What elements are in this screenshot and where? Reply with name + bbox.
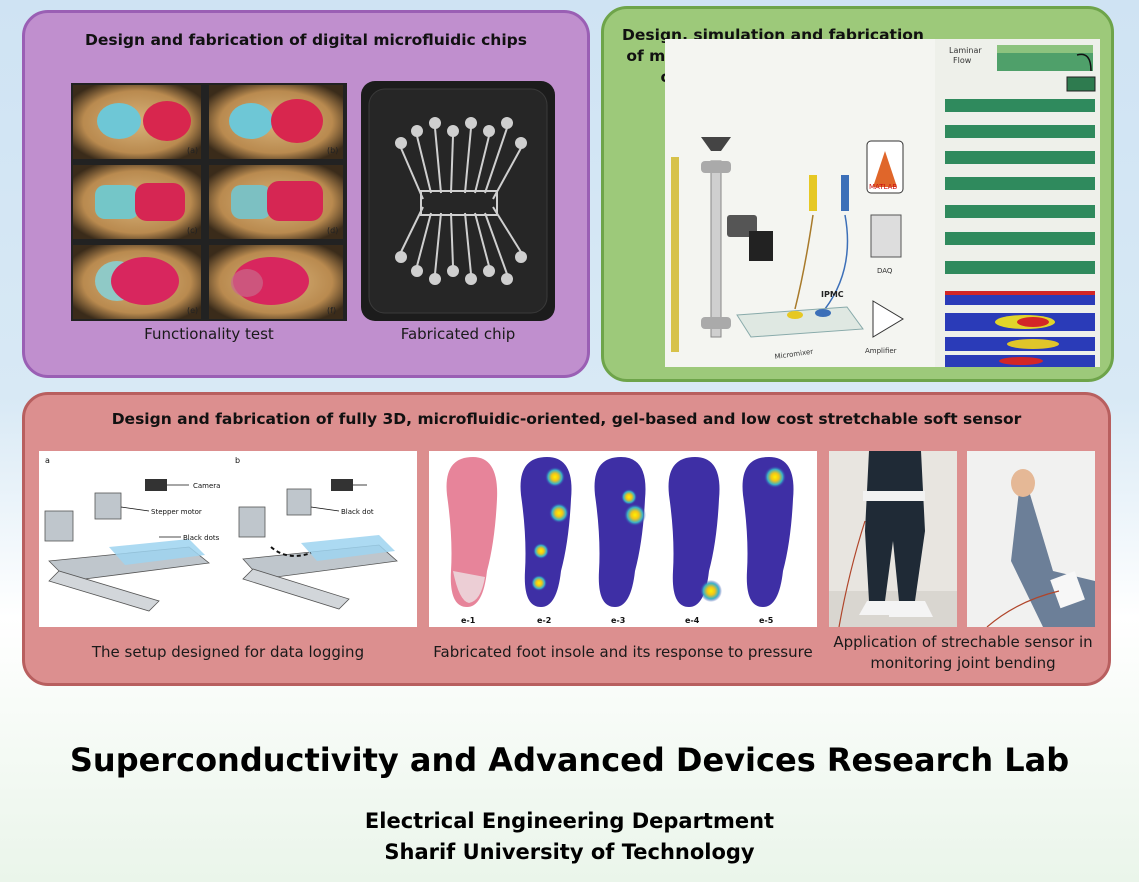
laminar-label-line-1: Laminar	[949, 46, 982, 55]
application-caption-line-2: monitoring joint bending	[870, 654, 1056, 672]
micro-mixer-panel: Design, simulation and fabrication of mi…	[601, 6, 1114, 382]
black-dots-label: Black dots	[183, 534, 220, 542]
insole-label-e1: e-1	[461, 616, 476, 625]
data-logging-setup-image: a b Camera Stepper motor Black	[39, 451, 417, 627]
frame-label-a: (a)	[187, 146, 198, 155]
lab-name-heading: Superconductivity and Advanced Devices R…	[69, 741, 1070, 779]
black-dot-label: Black dot	[341, 508, 374, 516]
setup-label-b: b	[235, 456, 240, 465]
laminar-label-line-2: Flow	[953, 56, 972, 65]
frame-label-c: (c)	[187, 226, 198, 235]
setup-caption: The setup designed for data logging	[91, 643, 365, 661]
frame-label-f: (f)	[327, 306, 336, 315]
application-caption-line-1: Application of strechable sensor in	[833, 633, 1093, 651]
application-caption: Application of strechable sensor in moni…	[821, 632, 1105, 674]
insole-label-e3: e-3	[611, 616, 625, 625]
functionality-test-caption: Functionality test	[144, 325, 274, 343]
functionality-test-image: (a) (b) (c) (d)	[71, 83, 347, 321]
frame-label-d: (d)	[327, 226, 338, 235]
frame-label-b: (b)	[327, 146, 338, 155]
insole-label-e2: e-2	[537, 616, 551, 625]
micro-mixer-figure: MATLAB DAQ Amplifier IPMC Micromixer Lam…	[665, 39, 1100, 367]
stepper-motor-label: Stepper motor	[151, 508, 202, 516]
daq-label: DAQ	[877, 267, 893, 275]
camera-label: Camera	[193, 482, 220, 490]
insole-caption: Fabricated foot insole and its response …	[433, 643, 813, 661]
fabricated-chip-caption: Fabricated chip	[400, 325, 516, 343]
digital-microfluidic-panel: Design and fabrication of digital microf…	[22, 10, 590, 378]
knee-bending-photo	[829, 451, 957, 627]
digital-panel-title: Design and fabrication of digital microf…	[85, 31, 527, 49]
insole-label-e5: e-5	[759, 616, 774, 625]
sensor-panel-title: Design and fabrication of fully 3D, micr…	[111, 410, 1022, 428]
setup-label-a: a	[45, 456, 50, 465]
department-heading: Electrical Engineering Department	[364, 809, 775, 833]
fabricated-chip-image	[361, 81, 555, 321]
elbow-bending-photo	[967, 451, 1095, 627]
soft-sensor-panel: Design and fabrication of fully 3D, micr…	[22, 392, 1111, 686]
matlab-label: MATLAB	[869, 183, 897, 191]
university-heading: Sharif University of Technology	[384, 840, 755, 864]
foot-insole-image: e-1 e-2 e-3 e-4 e-5	[429, 451, 817, 627]
amplifier-label: Amplifier	[865, 347, 897, 355]
insole-label-e4: e-4	[685, 616, 700, 625]
frame-label-e: (e)	[187, 306, 198, 315]
ipmc-label: IPMC	[821, 290, 844, 299]
